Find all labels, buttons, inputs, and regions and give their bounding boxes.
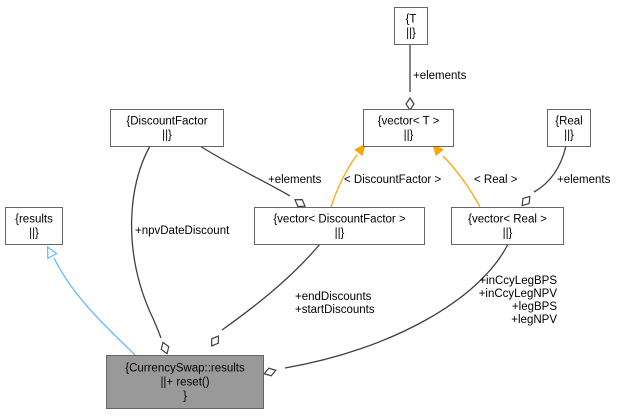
edge-label: +startDiscounts bbox=[295, 304, 375, 316]
edge-label: +legBPS bbox=[512, 301, 557, 313]
edge-label: +endDiscounts bbox=[295, 291, 372, 303]
class-node-vector-real[interactable]: {vector< Real > ||} bbox=[451, 207, 564, 245]
class-box bbox=[5, 207, 63, 245]
edge-discount-to-vector-df bbox=[199, 145, 306, 207]
class-name: {vector< T > bbox=[378, 116, 440, 128]
edge-label: +elements bbox=[268, 174, 322, 186]
edge-discount-to-cs bbox=[130, 145, 170, 355]
edge-label: < DiscountFactor > bbox=[344, 174, 441, 186]
class-member-line: ||} bbox=[564, 130, 574, 142]
class-node-discount[interactable]: {DiscountFactor ||} bbox=[110, 109, 224, 147]
class-box bbox=[110, 109, 224, 147]
inheritance-arrowhead-icon bbox=[46, 245, 58, 260]
edge-label: +elements bbox=[557, 174, 611, 186]
edge-label: +inCcyLegNPV bbox=[479, 288, 558, 300]
class-node-cs-results[interactable]: {CurrencySwap::results||+ reset()} bbox=[106, 355, 264, 409]
edge-template-real bbox=[432, 143, 481, 208]
aggregation-diamond-icon bbox=[160, 341, 170, 355]
aggregation-diamond-icon bbox=[263, 367, 277, 377]
class-name: {DiscountFactor bbox=[126, 116, 207, 128]
inheritance-edge-line bbox=[53, 257, 136, 356]
class-member-line: ||} bbox=[404, 130, 414, 142]
edge-label: < Real > bbox=[474, 174, 518, 186]
class-node-vector-t[interactable]: {vector< T > ||} bbox=[363, 109, 454, 147]
class-name: {vector< DiscountFactor > bbox=[273, 214, 406, 226]
class-node-real[interactable]: {Real ||} bbox=[547, 109, 591, 147]
class-box bbox=[106, 355, 264, 409]
edge-label: +inCcyLegBPS bbox=[479, 275, 557, 287]
usage-edge-line bbox=[199, 145, 291, 197]
edge-results-to-cs bbox=[46, 245, 136, 356]
edge-template-df bbox=[330, 143, 366, 208]
class-box bbox=[254, 207, 425, 245]
template-edge-line bbox=[330, 154, 358, 208]
class-member-line: ||} bbox=[335, 228, 345, 240]
class-member-line: ||} bbox=[29, 228, 39, 240]
class-member-line: } bbox=[183, 391, 187, 403]
class-member-line: ||} bbox=[406, 28, 416, 40]
class-name: {CurrencySwap::results bbox=[125, 363, 245, 375]
edge-label: +elements bbox=[413, 70, 467, 82]
edge-label: +npvDateDiscount bbox=[135, 225, 230, 237]
template-arrowhead-icon bbox=[354, 143, 366, 157]
class-member-line: ||+ reset() bbox=[160, 377, 209, 389]
class-box bbox=[451, 207, 564, 245]
aggregation-diamond-icon bbox=[211, 335, 219, 347]
class-name: {T bbox=[406, 14, 417, 26]
class-name: {vector< Real > bbox=[468, 214, 547, 226]
class-member-line: ||} bbox=[503, 228, 513, 240]
template-edge-line bbox=[442, 155, 481, 208]
class-member-line: ||} bbox=[162, 130, 172, 142]
class-node-vector-df[interactable]: {vector< DiscountFactor > ||} bbox=[254, 207, 425, 245]
aggregation-diamond-icon bbox=[405, 96, 415, 112]
edge-vector-real-to-cs bbox=[263, 243, 509, 377]
class-name: {Real bbox=[555, 116, 583, 128]
usage-edge-line bbox=[130, 145, 162, 339]
class-node-t[interactable]: {T ||} bbox=[394, 7, 428, 45]
class-box bbox=[547, 109, 591, 147]
aggregation-diamond-icon bbox=[294, 199, 306, 207]
edge-real-to-vector-real bbox=[521, 145, 567, 207]
edge-label: +legNPV bbox=[511, 314, 557, 326]
usage-edge-line bbox=[533, 145, 567, 193]
class-node-results[interactable]: {results ||} bbox=[5, 207, 63, 245]
edge-vector-df-to-cs bbox=[211, 243, 321, 347]
class-name: {results bbox=[15, 214, 53, 226]
aggregation-diamond-icon bbox=[521, 195, 531, 207]
class-box bbox=[363, 109, 454, 147]
class-box bbox=[394, 7, 428, 45]
template-arrowhead-icon bbox=[432, 143, 444, 157]
usage-edge-line bbox=[221, 243, 321, 331]
usage-edge-line bbox=[284, 243, 509, 369]
